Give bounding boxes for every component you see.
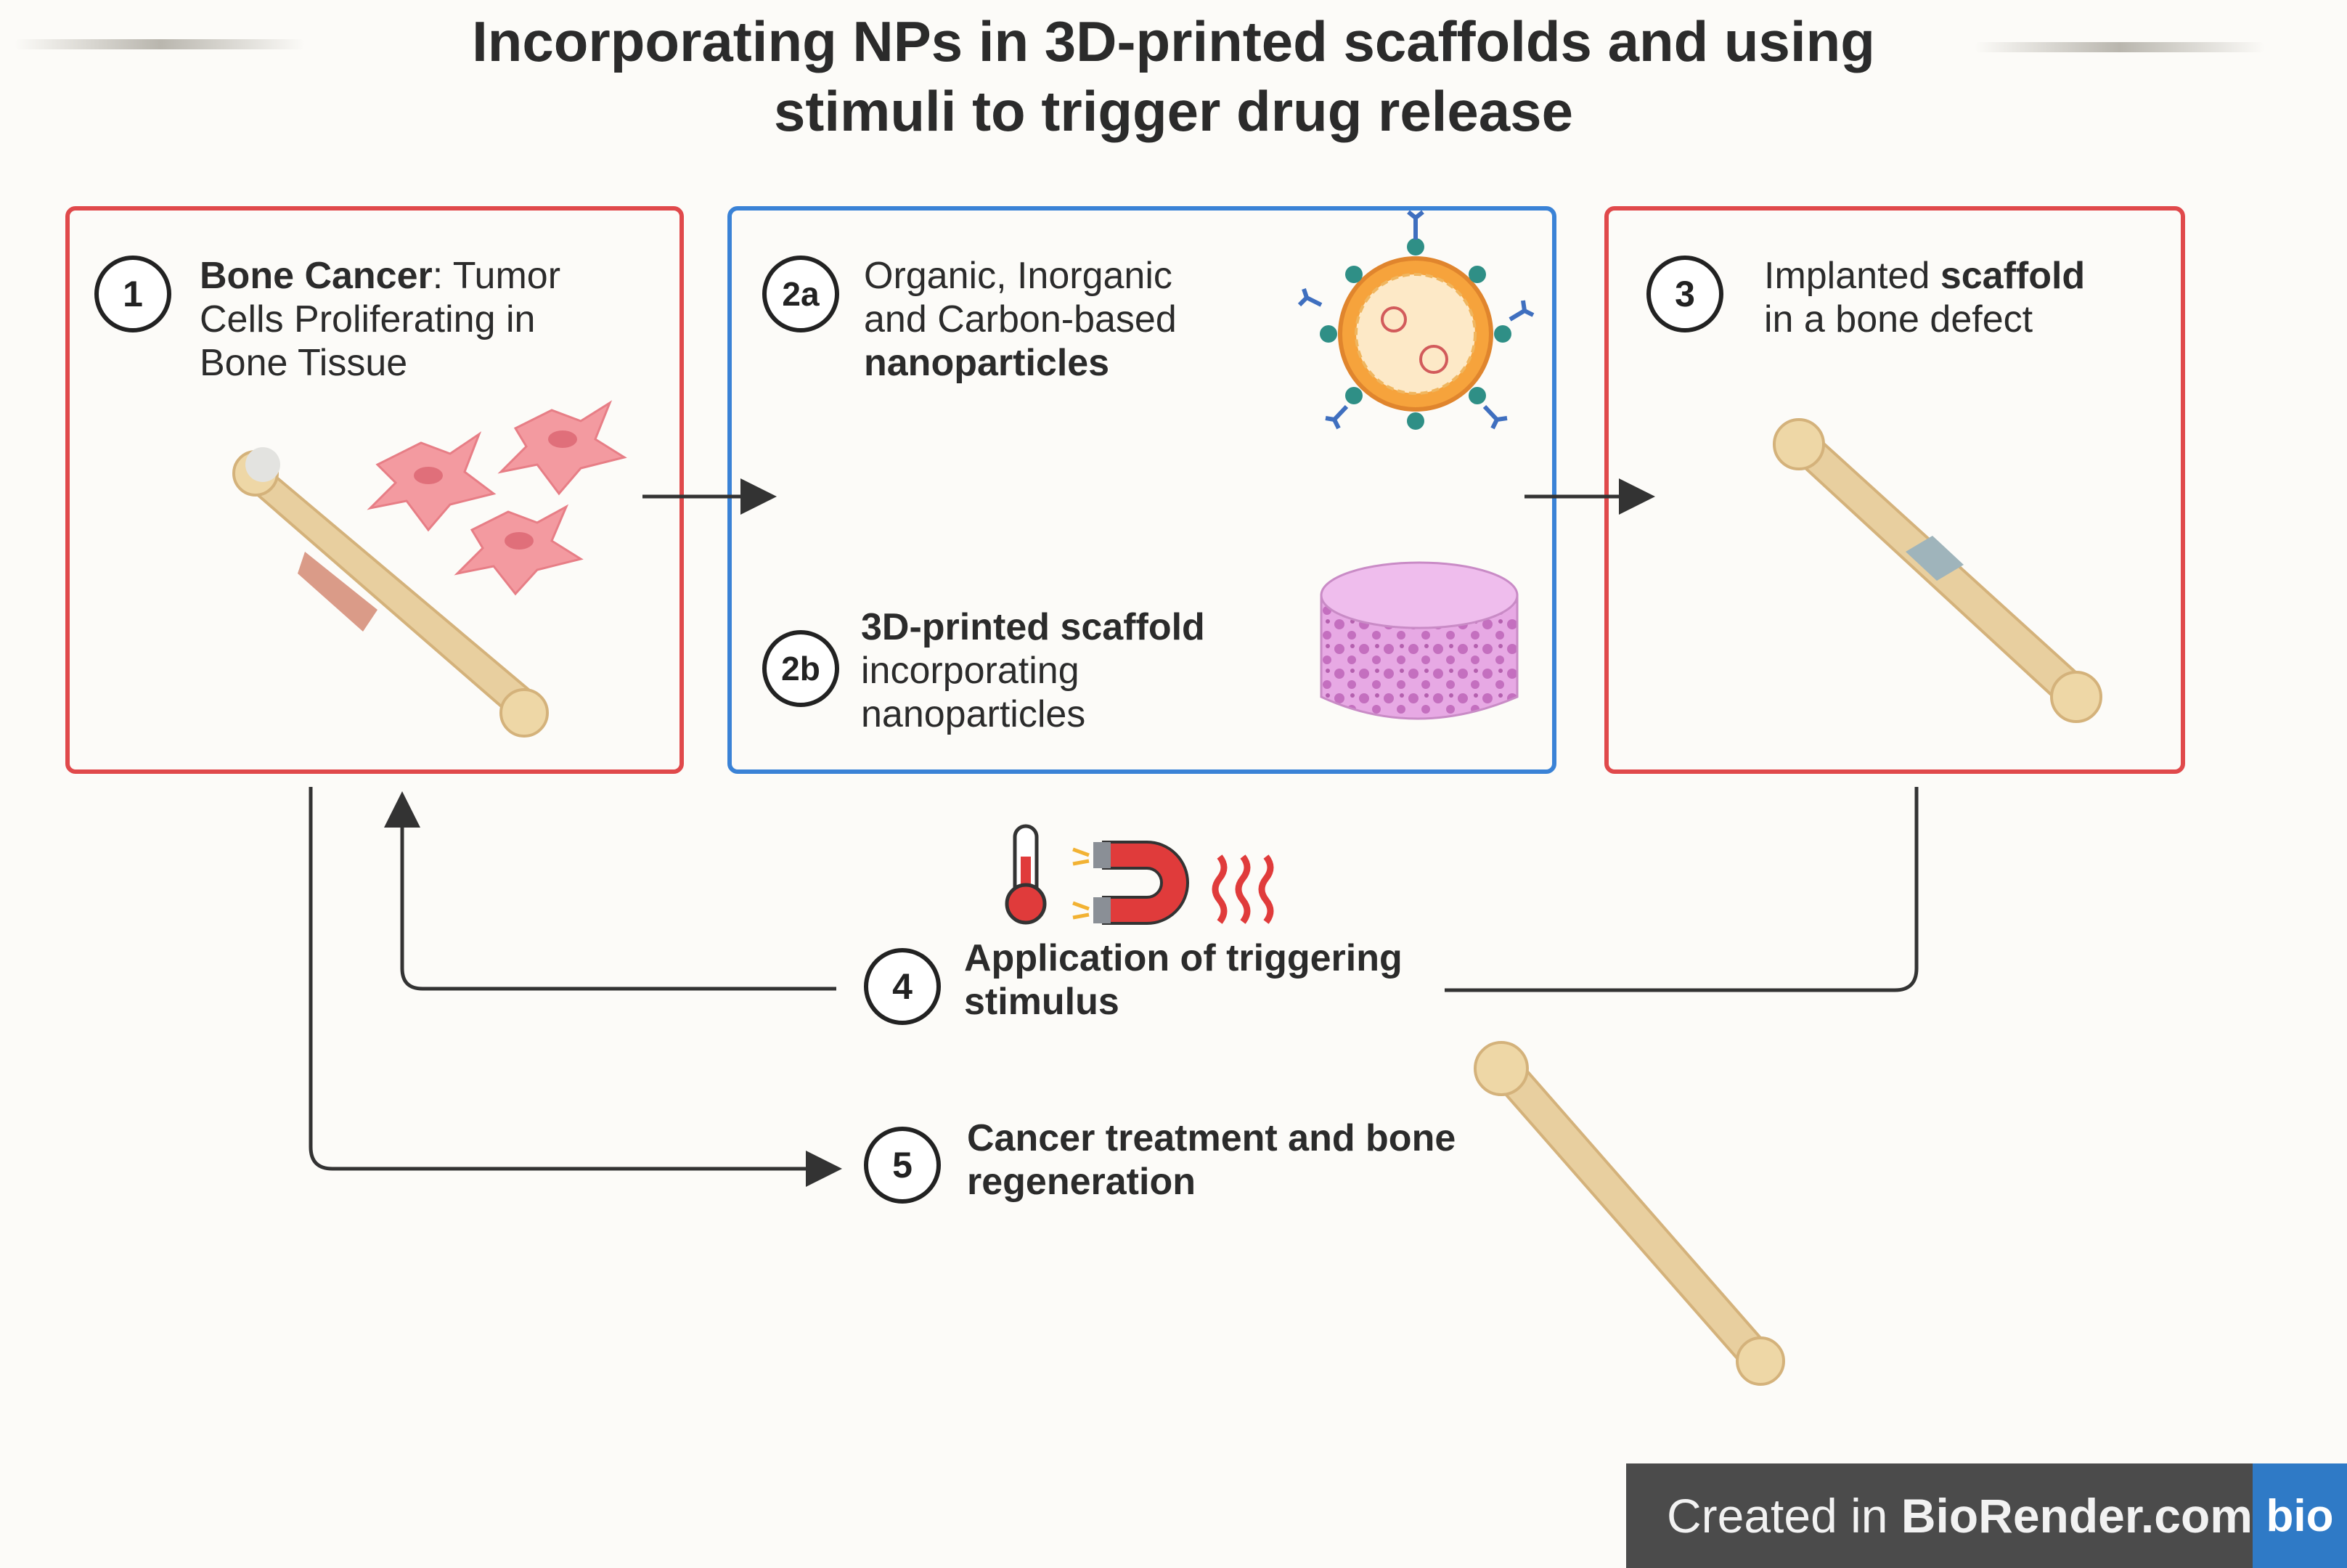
healed-bone-illustration (1474, 1041, 1785, 1386)
step-2b-circle: 2b (762, 630, 839, 707)
panel-2a-label: Organic, Inorganic and Carbon-based nano… (864, 254, 1177, 385)
title-line-2: stimuli to trigger drug release (774, 79, 1573, 143)
connector-1-to-5 (309, 787, 842, 1187)
title-line-1: Incorporating NPs in 3D-printed scaffold… (472, 9, 1875, 73)
step-1-circle: 1 (94, 256, 171, 332)
step-2a-circle: 2a (762, 256, 839, 332)
step-3-circle: 3 (1646, 256, 1723, 332)
step-5-line2: regeneration (967, 1161, 1196, 1203)
step-5-line1: Cancer treatment and bone (967, 1117, 1456, 1159)
badge-text: Created in BioRender.com (1626, 1488, 2253, 1543)
biorender-badge[interactable]: Created in BioRender.com bio (1626, 1463, 2347, 1568)
step-4-label: Application of triggering stimulus (964, 936, 1403, 1024)
badge-brand: BioRender.com (1901, 1489, 2253, 1543)
step-4-line2: stimulus (964, 981, 1119, 1023)
step-4-line1: Application of triggering (964, 937, 1403, 979)
panel-2b-line2: incorporating (861, 650, 1079, 692)
panel-3-label: Implanted scaffold in a bone defect (1764, 254, 2085, 341)
title-decoration-right (1975, 42, 2265, 52)
panel-1-line3: Bone Tissue (200, 342, 408, 384)
panel-3-line1-pre: Implanted (1764, 255, 1940, 297)
panel-bone-cancer (65, 206, 684, 774)
panel-1-label: Bone Cancer: Tumor Cells Proliferating i… (200, 254, 560, 385)
panel-1-line2: Cells Proliferating in (200, 298, 536, 340)
panel-3-line1-bold: scaffold (1940, 255, 2086, 297)
step-5-label: Cancer treatment and bone regeneration (967, 1116, 1456, 1204)
panel-1-line1: : Tumor (432, 255, 561, 297)
step-5-circle: 5 (864, 1127, 941, 1204)
step-4-circle: 4 (864, 948, 941, 1025)
panel-2b-label: 3D-printed scaffold incorporating nanopa… (861, 605, 1205, 736)
panel-3-line2: in a bone defect (1764, 298, 2033, 340)
implanted-bone-illustration (1773, 418, 2102, 723)
badge-prefix: Created in (1667, 1489, 1901, 1543)
connector-3-to-4 (1445, 787, 1919, 992)
panel-2a-line1: Organic, Inorganic (864, 255, 1172, 297)
title-decoration-left (15, 39, 305, 49)
scaffold-illustration (1320, 561, 1519, 720)
heat-waves-icon (1212, 854, 1274, 924)
panel-2a-line2: and Carbon-based (864, 298, 1177, 340)
tumor-cells-illustration (367, 400, 627, 596)
panel-2b-line1: 3D-printed scaffold (861, 606, 1205, 648)
panel-2b-line3: nanoparticles (861, 693, 1086, 735)
nanoparticle-illustration (1297, 210, 1535, 430)
tumor-bone-illustration (232, 447, 549, 738)
panel-1-bold: Bone Cancer (200, 255, 433, 297)
biorender-logo-icon: bio (2253, 1463, 2347, 1568)
panel-2a-line3: nanoparticles (864, 342, 1110, 384)
connector-4-to-1 (384, 791, 836, 991)
thermometer-icon (1005, 824, 1047, 925)
magnet-icon (1072, 841, 1189, 925)
